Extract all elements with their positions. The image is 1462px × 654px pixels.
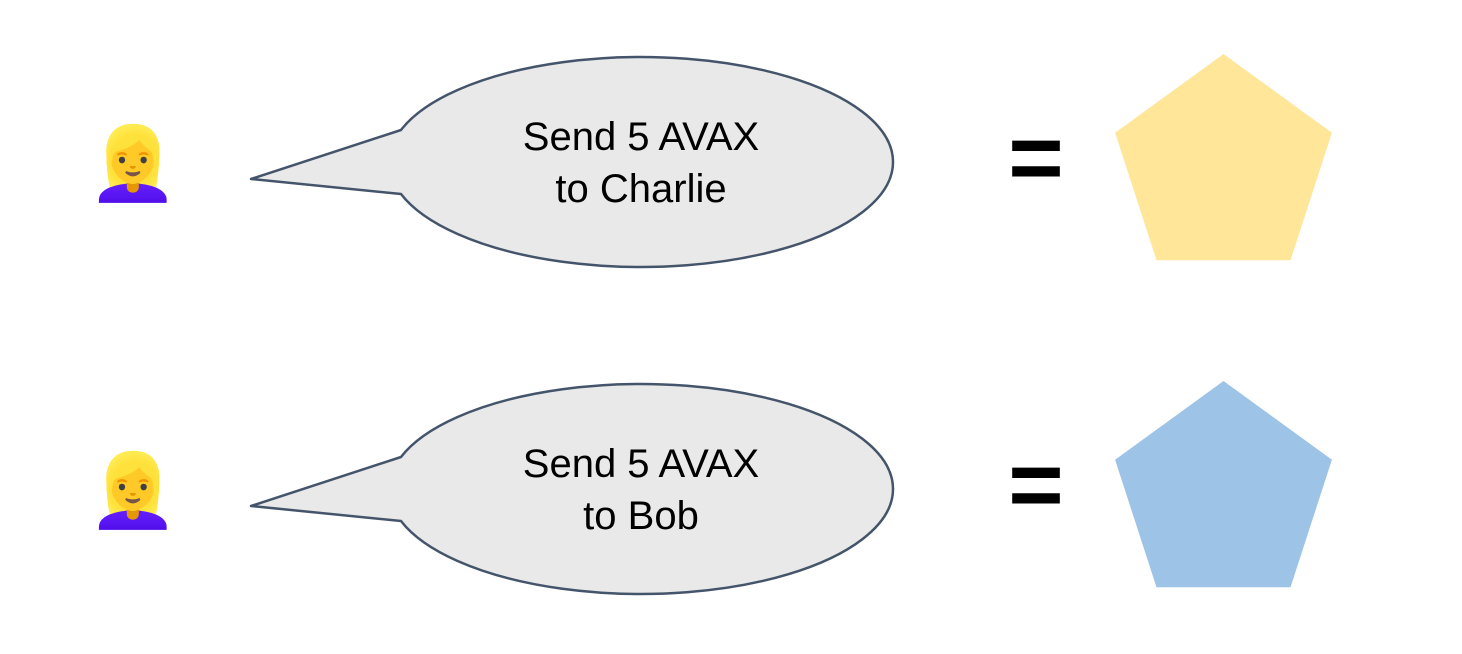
pentagon-yellow [1115,54,1332,261]
transaction-row-charlie: 👱‍♀️ Send 5 AVAX to Charlie = [88,49,1332,279]
bubble-line-1: Send 5 AVAX [522,442,760,487]
woman-blonde-hair-emoji: 👱‍♀️ [88,123,178,204]
speech-bubble-shape [249,382,895,595]
pentagon-shape [1115,54,1332,261]
speech-bubble-bob: Send 5 AVAX to Bob [246,376,896,606]
speech-bubble-svg [249,382,895,595]
pentagon-shape [1115,381,1332,588]
transaction-row-bob: 👱‍♀️ Send 5 AVAX to Bob = [0,327,1462,654]
pentagon-blue [1115,381,1332,588]
woman-blonde-hair-emoji: 👱‍♀️ [88,450,178,531]
bubble-line-1: Send 5 AVAX [522,115,760,160]
speech-bubble-shape [249,55,895,268]
equals-sign: = [1008,432,1064,538]
speech-bubble-charlie: Send 5 AVAX to Charlie [246,49,896,279]
bubble-line-2: to Bob [583,493,699,538]
speech-bubble-text: Send 5 AVAX to Charlie [396,49,886,279]
speech-bubble-text: Send 5 AVAX to Bob [396,376,886,606]
bubble-line-2: to Charlie [555,166,727,211]
speech-bubble-svg [249,55,895,268]
equals-sign: = [1008,105,1064,211]
